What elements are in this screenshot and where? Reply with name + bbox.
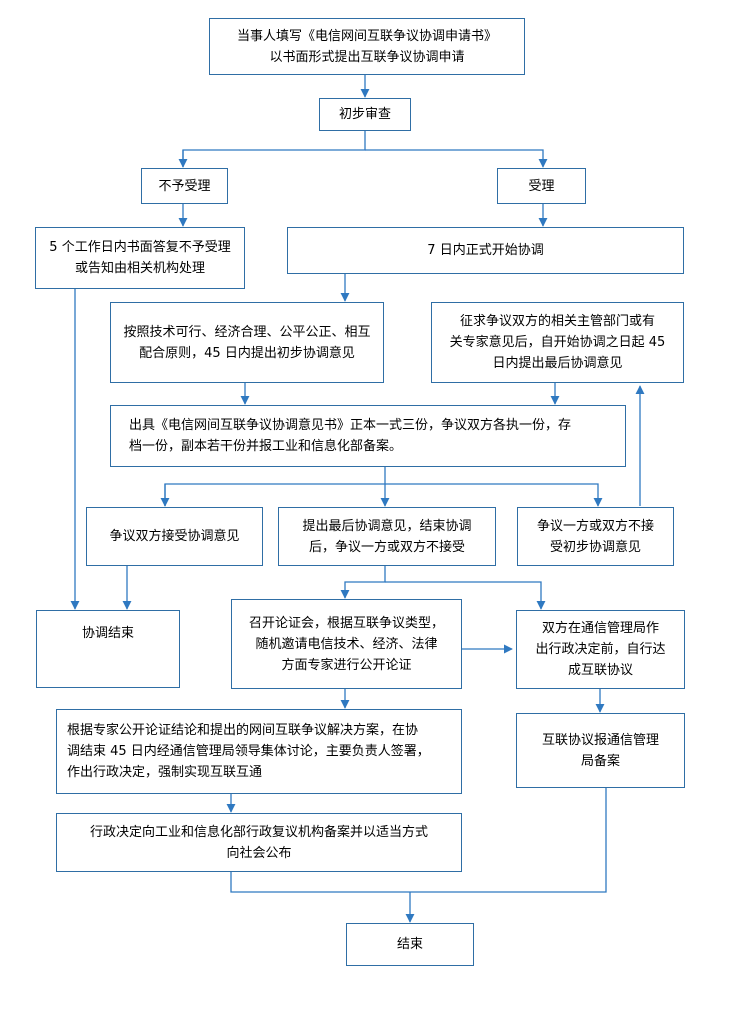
- final-opinion-text: 征求争议双方的相关主管部门或有 关专家意见后，自开始协调之日起 45 日内提出最…: [449, 314, 666, 371]
- connector-review-accept: [365, 149, 548, 168]
- accept-node: 受理: [497, 168, 586, 204]
- finish-text: 结束: [396, 937, 423, 952]
- hearing-node: 召开论证会，根据互联争议类型， 随机邀请电信技术、经济、法律 方面专家进行公开论…: [231, 599, 462, 689]
- agreement-filed-text: 互联协议报通信管理 局备案: [541, 732, 659, 769]
- initial-rejected-text: 争议一方或双方不接 受初步协调意见: [536, 518, 654, 555]
- apply-node: 当事人填写《电信网间互联争议协调申请书》 以书面形式提出互联争议协调申请: [209, 18, 525, 75]
- decision-text: 根据专家公开论证结论和提出的网间互联争议解决方案，在协 调结束 45 日内经通信…: [67, 723, 430, 780]
- final-opinion-node: 征求争议双方的相关主管部门或有 关专家意见后，自开始协调之日起 45 日内提出最…: [431, 302, 684, 383]
- initial-opinion-node: 按照技术可行、经济合理、公平公正、相互 配合原则，45 日内提出初步协调意见: [110, 302, 384, 383]
- notify-text: 5 个工作日内书面答复不予受理 或告知由相关机构处理: [49, 240, 231, 276]
- publish-text: 行政决定向工业和信息化部行政复议机构备案并以适当方式 向社会公布: [89, 824, 428, 861]
- connector-review-split: [182, 131, 366, 167]
- reject-text: 不予受理: [158, 178, 211, 194]
- publish-node: 行政决定向工业和信息化部行政复议机构备案并以适当方式 向社会公布: [56, 813, 462, 872]
- hearing-text: 召开论证会，根据互联争议类型， 随机邀请电信技术、经济、法律 方面专家进行公开论…: [248, 615, 444, 673]
- finish-node: 结束: [346, 923, 474, 966]
- self-agreement-text: 双方在通信管理局作 出行政决定前，自行达 成互联协议: [535, 621, 666, 678]
- decision-node: 根据专家公开论证结论和提出的网间互联争议解决方案，在协 调结束 45 日内经通信…: [56, 709, 462, 794]
- connector-final-rejected-split: [340, 566, 386, 599]
- issue-document-node: 出具《电信网间互联争议协调意见书》正本一式三份，争议双方各执一份，存 档一份，副…: [110, 405, 626, 467]
- issue-document-text: 出具《电信网间互联争议协调意见书》正本一式三份，争议双方各执一份，存 档一份，副…: [129, 418, 572, 454]
- both-accept-node: 争议双方接受协调意见: [86, 507, 263, 566]
- connector-publish-merge: [230, 872, 410, 893]
- review-text: 初步审查: [338, 107, 391, 122]
- connector-issue-initial-rejected: [385, 483, 603, 507]
- review-node: 初步审查: [319, 98, 411, 131]
- agreement-filed-node: 互联协议报通信管理 局备案: [516, 713, 685, 788]
- final-rejected-node: 提出最后协调意见，结束协调 后，争议一方或双方不接受: [278, 507, 496, 566]
- end-coordination-text: 协调结束: [81, 626, 134, 641]
- notify-node: 5 个工作日内书面答复不予受理 或告知由相关机构处理: [35, 227, 245, 289]
- apply-text: 当事人填写《电信网间互联争议协调申请书》 以书面形式提出互联争议协调申请: [236, 28, 497, 65]
- reject-node: 不予受理: [141, 168, 228, 204]
- initial-rejected-node: 争议一方或双方不接 受初步协调意见: [517, 507, 674, 566]
- initial-opinion-text: 按照技术可行、经济合理、公平公正、相互 配合原则，45 日内提出初步协调意见: [123, 324, 371, 361]
- both-accept-text: 争议双方接受协调意见: [109, 529, 240, 544]
- self-agreement-node: 双方在通信管理局作 出行政决定前，自行达 成互联协议: [516, 610, 685, 689]
- start-text: 7 日内正式开始协调: [427, 243, 544, 258]
- connector-filed-merge: [410, 788, 607, 893]
- accept-text: 受理: [528, 178, 555, 194]
- connector-issue-split: [164, 467, 386, 506]
- connector-final-rejected-agreement: [385, 581, 546, 610]
- start-node: 7 日内正式开始协调: [287, 227, 684, 274]
- final-rejected-text: 提出最后协调意见，结束协调 后，争议一方或双方不接受: [302, 518, 472, 555]
- end-coordination-node: 协调结束: [36, 610, 180, 688]
